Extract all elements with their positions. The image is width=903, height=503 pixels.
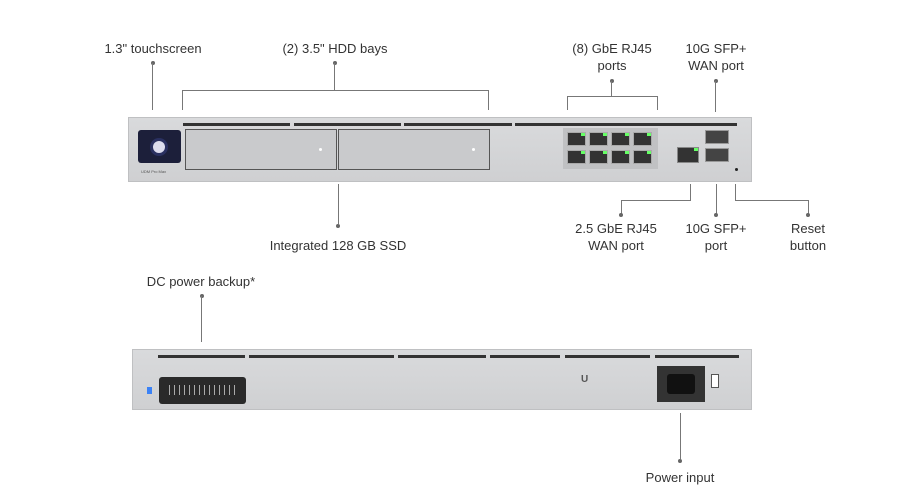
leader-dot [714, 213, 718, 217]
leader-dot [151, 61, 155, 65]
leader-line [690, 184, 691, 200]
rear-panel: U [132, 349, 752, 410]
label-sfp-port: 10G SFP+ port [685, 220, 746, 254]
bracket-end [567, 96, 568, 110]
rj45-port[interactable] [633, 150, 652, 164]
dc-power-connector[interactable] [159, 377, 246, 404]
rj45-port-group [563, 128, 658, 169]
rj45-port[interactable] [589, 150, 608, 164]
rj45-port[interactable] [567, 132, 586, 146]
label-line: button [789, 238, 827, 253]
leader-dot [619, 213, 623, 217]
hdd-bay-1[interactable] [185, 129, 337, 170]
label-sfp-wan: 10G SFP+ WAN port [685, 40, 746, 74]
leader-line [338, 184, 339, 224]
label-line: 10G SFP+ [685, 41, 747, 56]
bracket [567, 96, 658, 97]
touchscreen[interactable] [138, 130, 181, 163]
label-line: ports [597, 58, 627, 73]
leader-line [621, 200, 691, 201]
label-line: port [704, 238, 728, 253]
label-ssd: Integrated 128 GB SSD [269, 238, 407, 253]
reset-button[interactable] [735, 168, 738, 171]
leader-line [735, 200, 809, 201]
sfp-port[interactable] [705, 148, 729, 162]
rj45-port[interactable] [567, 150, 586, 164]
leader-line [201, 296, 202, 342]
rj45-port[interactable] [611, 150, 630, 164]
bracket-end [182, 90, 183, 110]
leader-dot [333, 61, 337, 65]
power-switch[interactable] [711, 374, 719, 388]
leader-line [611, 81, 612, 96]
leader-line [716, 184, 717, 214]
label-line: 2.5 GbE RJ45 [575, 221, 657, 236]
bracket-end [488, 90, 489, 110]
label-reset: Reset button [790, 220, 826, 254]
info-icon [147, 387, 152, 394]
label-power-input: Power input [645, 470, 715, 485]
leader-dot [714, 79, 718, 83]
leader-dot [336, 224, 340, 228]
leader-line [735, 184, 736, 200]
hdd-bay-2[interactable] [338, 129, 490, 170]
label-hdd-bays: (2) 3.5" HDD bays [282, 41, 388, 56]
screen-icon [153, 141, 165, 153]
rj45-port[interactable] [611, 132, 630, 146]
rj45-port[interactable] [633, 132, 652, 146]
label-gbe-ports: (8) GbE RJ45 ports [572, 40, 651, 74]
label-line: WAN port [588, 238, 644, 253]
bracket [182, 90, 489, 91]
bracket-end [657, 96, 658, 110]
leader-line [152, 63, 153, 110]
leader-dot [806, 213, 810, 217]
front-panel: UDM Pro Max [128, 117, 752, 182]
label-line: 10G SFP+ [685, 221, 747, 236]
label-dc-backup: DC power backup* [146, 274, 256, 289]
leader-line [621, 200, 622, 214]
leader-dot [200, 294, 204, 298]
model-text: UDM Pro Max [141, 169, 167, 174]
rj45-port[interactable] [589, 132, 608, 146]
label-line: (8) GbE RJ45 [572, 41, 652, 56]
leader-dot [678, 459, 682, 463]
sfp-wan-port[interactable] [705, 130, 729, 144]
ubiquiti-logo-icon: U [581, 374, 589, 385]
leader-line [334, 63, 335, 90]
label-touchscreen: 1.3" touchscreen [104, 41, 202, 56]
leader-dot [610, 79, 614, 83]
label-line: WAN port [688, 58, 744, 73]
leader-line [680, 413, 681, 459]
leader-line [808, 200, 809, 214]
rj45-wan-port[interactable] [677, 147, 699, 163]
power-inlet[interactable] [657, 366, 705, 402]
label-line: Reset [791, 221, 825, 236]
leader-line [715, 81, 716, 112]
